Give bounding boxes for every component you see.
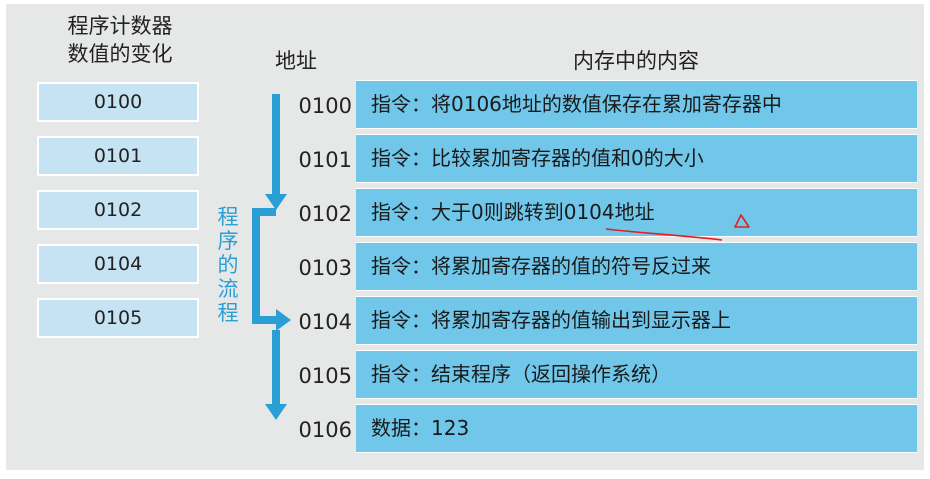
memory-address: 0100	[298, 94, 352, 118]
pc-title-line2: 数值的变化	[67, 42, 173, 66]
memory-address: 0102	[298, 202, 352, 226]
red-annotation	[605, 214, 750, 241]
memory-address: 0103	[298, 256, 352, 280]
flow-label-char: 序	[217, 229, 239, 253]
pc-column-title: 程序计数器 数值的变化	[40, 12, 200, 68]
memory-content: 指令：将累加寄存器的值输出到显示器上	[356, 296, 917, 345]
pc-title-line1: 程序计数器	[67, 14, 173, 38]
memory-column-title: 内存中的内容	[573, 49, 699, 73]
jump-arrow	[252, 208, 291, 331]
flow-label-char: 流	[217, 277, 239, 301]
memory-address: 0104	[298, 310, 352, 334]
pc-value-box: 0104	[37, 244, 199, 284]
memory-content: 指令：将0106地址的数值保存在累加寄存器中	[356, 80, 917, 129]
memory-content: 指令：将累加寄存器的值的符号反过来	[356, 242, 917, 291]
memory-content: 指令：大于0则跳转到0104地址	[356, 188, 917, 237]
pc-value-box: 0101	[37, 136, 199, 176]
memory-address: 0106	[298, 418, 352, 442]
memory-address: 0105	[298, 364, 352, 388]
flow-label-char: 程	[217, 301, 239, 325]
pc-value-box: 0100	[37, 82, 199, 122]
memory-address: 0101	[298, 148, 352, 172]
address-column-title: 地址	[275, 49, 317, 73]
pc-value-box: 0105	[37, 298, 199, 338]
flow-label-char: 的	[217, 253, 239, 277]
flow-label-char: 程	[217, 205, 239, 229]
flow-label: 程 序 的 流 程	[215, 205, 241, 325]
pc-value-box: 0102	[37, 190, 199, 230]
sequential-arrow-top	[265, 94, 287, 210]
memory-content: 数据：123	[356, 404, 917, 453]
memory-content: 指令：结束程序（返回操作系统）	[356, 350, 917, 399]
memory-content: 指令：比较累加寄存器的值和0的大小	[356, 134, 917, 183]
sequential-arrow-bottom	[265, 330, 287, 420]
